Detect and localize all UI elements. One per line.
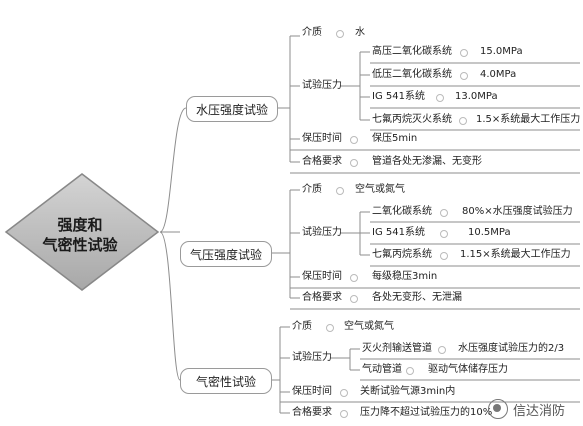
- separator-dot: [350, 295, 358, 303]
- pneu-row-value: 80%×水压强度试验压力: [462, 206, 573, 217]
- tight-row-name: 灭火剂输送管道: [362, 343, 432, 354]
- tight-row-value: 驱动气体储存压力: [428, 364, 508, 375]
- root-node: [4, 173, 160, 291]
- watermark-text: 信达消防: [513, 403, 566, 419]
- hydro-row-value: 4.0MPa: [480, 69, 517, 80]
- pneu-hold-key: 保压时间: [302, 271, 342, 282]
- watermark: 信达消防: [488, 398, 580, 420]
- separator-dot: [336, 187, 344, 195]
- pneu-pass-key: 合格要求: [302, 292, 342, 303]
- pneu-pressure-key: 试验压力: [302, 227, 342, 238]
- separator-dot: [336, 30, 344, 38]
- separator-dot: [350, 136, 358, 144]
- separator-dot: [340, 389, 348, 397]
- separator-dot: [459, 117, 467, 125]
- separator-dot: [326, 324, 334, 332]
- root-title-line2: 气密性试验: [42, 236, 118, 254]
- pneu-row-name: 二氧化碳系统: [372, 206, 432, 217]
- separator-dot: [440, 230, 448, 238]
- tight-pass-value: 压力降不超过试验压力的10%: [360, 407, 493, 418]
- hydro-row-name: 低压二氧化碳系统: [372, 69, 452, 80]
- hydro-row-name: IG 541系统: [372, 91, 425, 102]
- hydro-medium-value: 水: [355, 27, 365, 38]
- hydro-pass-value: 管道各处无渗漏、无变形: [372, 156, 482, 167]
- pneu-row-name: 七氟丙烷系统: [372, 249, 432, 260]
- tight-hold-key: 保压时间: [292, 386, 332, 397]
- pneu-hold-value: 每级稳压3min: [372, 271, 438, 282]
- hydro-row-value: 15.0MPa: [480, 46, 523, 57]
- separator-dot: [440, 209, 448, 217]
- hydro-row-value: 1.5×系统最大工作压力: [476, 114, 581, 125]
- wechat-icon: [488, 399, 508, 419]
- separator-dot: [436, 94, 444, 102]
- separator-dot: [460, 49, 468, 57]
- hydro-pass-key: 合格要求: [302, 156, 342, 167]
- tight-pass-key: 合格要求: [292, 407, 332, 418]
- separator-dot: [340, 410, 348, 418]
- tight-hold-value: 关断试验气源3min内: [360, 386, 456, 397]
- pneu-row-value: 1.15×系统最大工作压力: [460, 249, 571, 260]
- branch-pneumatic-strength: 气压强度试验: [180, 241, 272, 267]
- root-title-line1: 强度和: [57, 216, 103, 234]
- separator-dot: [406, 367, 414, 375]
- hydro-pressure-key: 试验压力: [302, 80, 342, 91]
- hydro-row-name: 七氟丙烷灭火系统: [372, 114, 452, 125]
- branch-tightness: 气密性试验: [180, 368, 272, 394]
- hydro-row-name: 高压二氧化碳系统: [372, 46, 452, 57]
- tight-pressure-key: 试验压力: [292, 352, 332, 363]
- pneu-row-name: IG 541系统: [372, 227, 425, 238]
- separator-dot: [440, 252, 448, 260]
- hydro-hold-key: 保压时间: [302, 133, 342, 144]
- separator-dot: [438, 346, 446, 354]
- pneu-row-value: 10.5MPa: [468, 227, 511, 238]
- separator-dot: [350, 159, 358, 167]
- separator-dot: [460, 72, 468, 80]
- pneu-pass-value: 各处无变形、无泄漏: [372, 292, 462, 303]
- tight-medium-value: 空气或氮气: [344, 321, 394, 332]
- root-title: 强度和 气密性试验: [40, 215, 120, 255]
- hydro-hold-value: 保压5min: [372, 133, 418, 144]
- tight-row-value: 水压强度试验压力的2/3: [458, 343, 565, 354]
- tight-medium-key: 介质: [292, 321, 312, 332]
- hydro-medium-key: 介质: [302, 27, 322, 38]
- hydro-row-value: 13.0MPa: [455, 91, 498, 102]
- branch-hydrostatic-strength: 水压强度试验: [186, 96, 278, 122]
- tight-row-name: 气动管道: [362, 364, 402, 375]
- pneu-medium-key: 介质: [302, 184, 322, 195]
- pneu-medium-value: 空气或氮气: [355, 184, 405, 195]
- separator-dot: [350, 274, 358, 282]
